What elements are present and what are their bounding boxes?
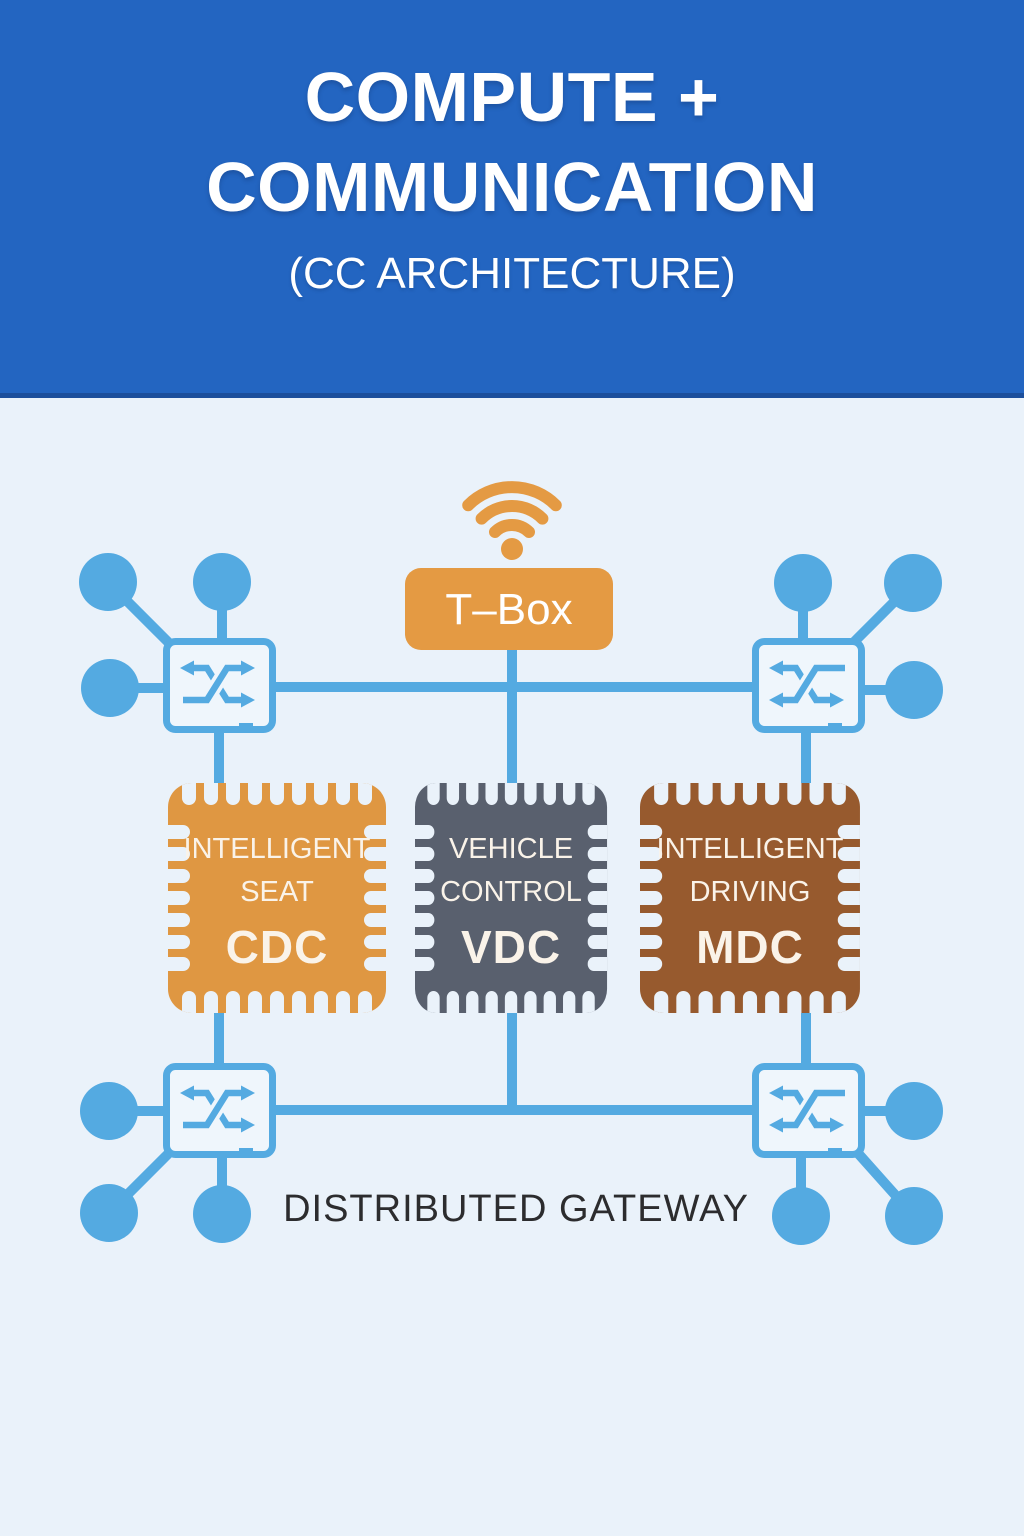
chip-mdc-code: MDC <box>696 921 804 973</box>
endpoint-node-circle <box>81 659 139 717</box>
chip-vdc: VEHICLE CONTROL VDC <box>408 775 614 1021</box>
switch-top-left <box>167 642 273 734</box>
chip-mdc-label-line2: DRIVING <box>690 876 811 908</box>
tbox-node: T–Box <box>405 568 613 650</box>
endpoint-node-circle <box>79 553 137 611</box>
title-banner: COMPUTE + COMMUNICATION (CC ARCHITECTURE… <box>0 0 1024 398</box>
endpoint-nodes <box>79 553 943 1245</box>
chip-vdc-label-line1: VEHICLE <box>449 833 573 865</box>
endpoint-node-circle <box>885 1187 943 1245</box>
chip-cdc: INTELLIGENT SEAT CDC <box>160 775 394 1021</box>
wifi-icon <box>462 481 562 560</box>
endpoint-node-circle <box>193 553 251 611</box>
chip-vdc-code: VDC <box>461 921 561 973</box>
switch-bottom-right <box>756 1067 862 1159</box>
endpoint-node-circle <box>193 1185 251 1243</box>
endpoint-node-circle <box>885 661 943 719</box>
tbox-label: T–Box <box>445 585 572 634</box>
switch-bottom-left <box>167 1067 273 1159</box>
chip-cdc-label-line1: INTELLIGENT <box>184 833 371 865</box>
endpoint-node-circle <box>774 554 832 612</box>
endpoint-node-circle <box>772 1187 830 1245</box>
chip-vdc-label-line2: CONTROL <box>440 876 582 908</box>
endpoint-node-circle <box>80 1082 138 1140</box>
endpoint-node-circle <box>80 1184 138 1242</box>
page-title-line1: COMPUTE + <box>304 58 720 136</box>
gateway-label: DISTRIBUTED GATEWAY <box>283 1188 749 1230</box>
switch-top-right <box>756 642 862 734</box>
endpoint-node-circle <box>885 1082 943 1140</box>
chip-mdc-label-line1: INTELLIGENT <box>657 833 844 865</box>
chip-cdc-code: CDC <box>226 921 329 973</box>
chip-cdc-label-line2: SEAT <box>240 876 314 908</box>
chip-mdc: INTELLIGENT DRIVING MDC <box>632 775 868 1021</box>
page-subtitle: (CC ARCHITECTURE) <box>288 249 736 298</box>
page-title-line2: COMMUNICATION <box>206 148 818 226</box>
tbox-box <box>405 568 613 650</box>
cc-architecture-diagram: INTELLIGENT SEAT CDC VEHICLE CONTROL VDC… <box>79 481 943 1245</box>
endpoint-node-circle <box>884 554 942 612</box>
